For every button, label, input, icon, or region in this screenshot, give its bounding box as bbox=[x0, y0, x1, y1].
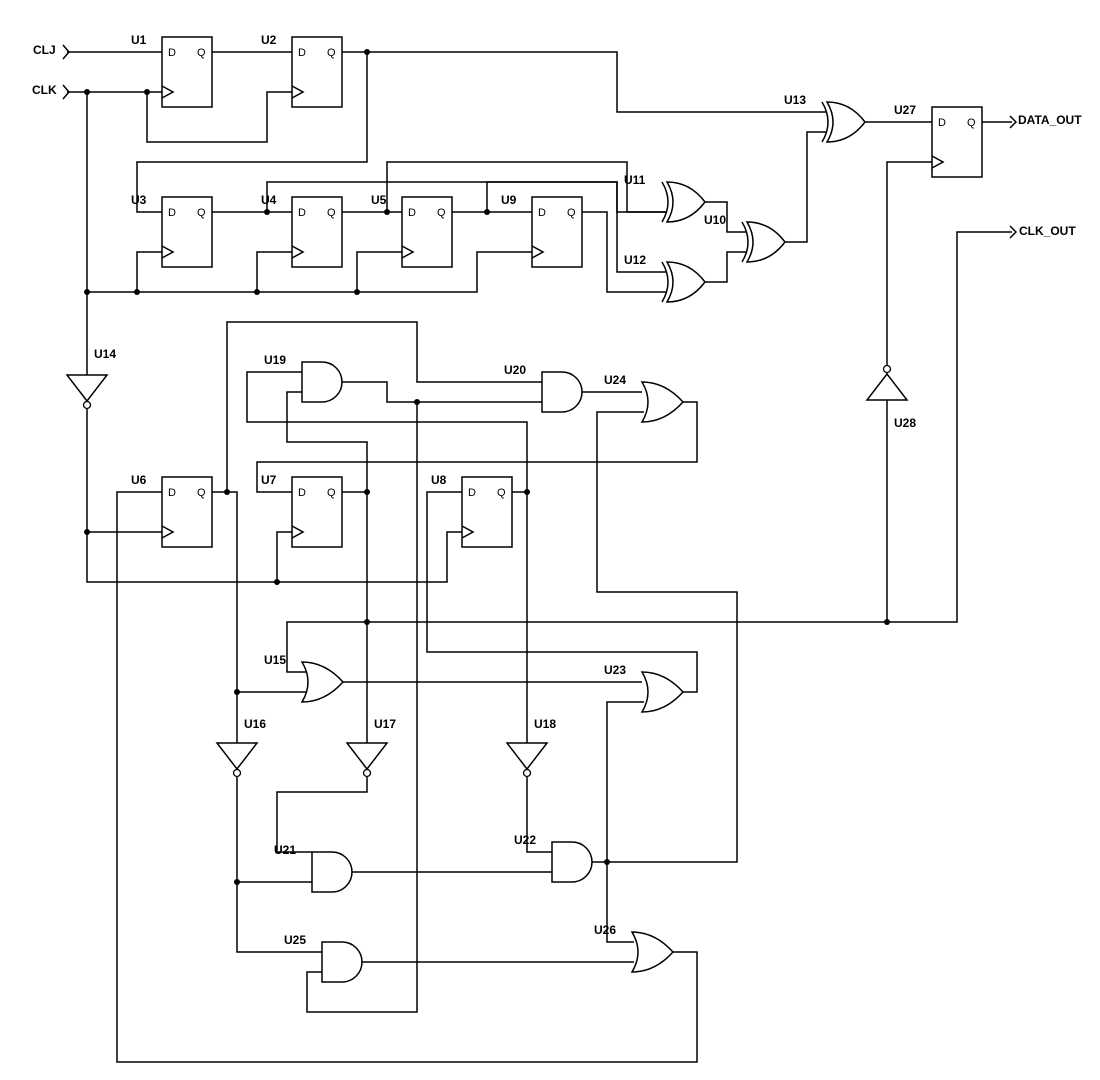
component-label-u17: U17 bbox=[374, 717, 396, 731]
and-gate-u21[interactable] bbox=[311, 851, 353, 893]
or-gate-u23[interactable] bbox=[640, 671, 685, 713]
inverter-u14[interactable] bbox=[65, 374, 109, 410]
junction-dots bbox=[84, 49, 890, 885]
component-label-u20: U20 bbox=[504, 363, 526, 377]
pin-q-label: Q bbox=[327, 487, 336, 499]
flipflop-u27[interactable]: D Q bbox=[931, 106, 983, 178]
component-label-u5: U5 bbox=[371, 193, 387, 207]
component-label-u12: U12 bbox=[624, 253, 646, 267]
port-label-clk: CLK bbox=[32, 83, 57, 97]
flipflop-u9[interactable]: D Q bbox=[531, 196, 583, 268]
inverter-u16[interactable] bbox=[215, 742, 259, 778]
flipflop-u8[interactable]: D Q bbox=[461, 476, 513, 548]
component-label-u22: U22 bbox=[514, 833, 536, 847]
component-label-u8: U8 bbox=[431, 473, 447, 487]
and-gate-u20[interactable] bbox=[541, 371, 583, 413]
pin-q-label: Q bbox=[327, 207, 336, 219]
flipflop-u3[interactable]: D Q bbox=[161, 196, 213, 268]
pin-q-label: Q bbox=[497, 487, 506, 499]
inverter-u18[interactable] bbox=[505, 742, 549, 778]
flipflop-u4[interactable]: D Q bbox=[291, 196, 343, 268]
xor-gate-u12[interactable] bbox=[661, 261, 706, 303]
flipflop-u2[interactable]: D Q bbox=[291, 36, 343, 108]
pin-q-label: Q bbox=[197, 487, 206, 499]
pin-d-label: D bbox=[468, 487, 476, 499]
component-label-u25: U25 bbox=[284, 933, 306, 947]
flipflop-u5[interactable]: D Q bbox=[401, 196, 453, 268]
and-gate-u19[interactable] bbox=[301, 361, 343, 403]
component-label-u16: U16 bbox=[244, 717, 266, 731]
pin-d-label: D bbox=[298, 47, 306, 59]
pin-d-label: D bbox=[298, 207, 306, 219]
pin-q-label: Q bbox=[197, 47, 206, 59]
component-label-u21: U21 bbox=[274, 843, 296, 857]
component-label-u14: U14 bbox=[94, 347, 116, 361]
flipflop-u7[interactable]: D Q bbox=[291, 476, 343, 548]
pin-d-label: D bbox=[168, 207, 176, 219]
component-label-u1: U1 bbox=[131, 33, 147, 47]
component-label-u19: U19 bbox=[264, 353, 286, 367]
component-label-u27: U27 bbox=[894, 103, 916, 117]
component-label-u4: U4 bbox=[261, 193, 277, 207]
component-label-u11: U11 bbox=[624, 173, 646, 187]
component-label-u24: U24 bbox=[604, 373, 626, 387]
port-label-data-out: DATA_OUT bbox=[1018, 113, 1082, 127]
pin-d-label: D bbox=[168, 487, 176, 499]
pin-q-label: Q bbox=[197, 207, 206, 219]
pin-q-label: Q bbox=[437, 207, 446, 219]
inverter-u17[interactable] bbox=[345, 742, 389, 778]
port-label-clk-out: CLK_OUT bbox=[1019, 224, 1076, 238]
wires bbox=[67, 51, 1012, 1063]
and-gate-u25[interactable] bbox=[321, 941, 363, 983]
pin-q-label: Q bbox=[327, 47, 336, 59]
component-label-u9: U9 bbox=[501, 193, 517, 207]
inverter-u28[interactable] bbox=[865, 364, 909, 401]
pin-d-label: D bbox=[168, 47, 176, 59]
or-gate-u15[interactable] bbox=[300, 661, 345, 703]
component-label-u2: U2 bbox=[261, 33, 277, 47]
xor-gate-u10[interactable] bbox=[741, 221, 786, 263]
port-label-clj: CLJ bbox=[33, 43, 56, 57]
or-gate-u24[interactable] bbox=[640, 381, 685, 423]
component-label-u26: U26 bbox=[594, 923, 616, 937]
pin-d-label: D bbox=[408, 207, 416, 219]
xor-gate-u13[interactable] bbox=[821, 101, 866, 143]
pin-d-label: D bbox=[538, 207, 546, 219]
flipflop-u1[interactable]: D Q bbox=[161, 36, 213, 108]
component-label-u15: U15 bbox=[264, 653, 286, 667]
component-label-u18: U18 bbox=[534, 717, 556, 731]
flipflop-u6[interactable]: D Q bbox=[161, 476, 213, 548]
component-label-u23: U23 bbox=[604, 663, 626, 677]
component-label-u7: U7 bbox=[261, 473, 277, 487]
component-label-u3: U3 bbox=[131, 193, 147, 207]
pin-d-label: D bbox=[298, 487, 306, 499]
pin-q-label: Q bbox=[567, 207, 576, 219]
component-label-u13: U13 bbox=[784, 93, 806, 107]
component-label-u28: U28 bbox=[894, 416, 916, 430]
component-label-u6: U6 bbox=[131, 473, 147, 487]
port-arrows bbox=[62, 44, 1018, 239]
xor-gate-u11[interactable] bbox=[661, 181, 706, 223]
and-gate-u22[interactable] bbox=[551, 841, 593, 883]
or-gate-u26[interactable] bbox=[630, 931, 675, 973]
component-label-u10: U10 bbox=[704, 213, 726, 227]
pin-q-label: Q bbox=[967, 117, 976, 129]
pin-d-label: D bbox=[938, 117, 946, 129]
